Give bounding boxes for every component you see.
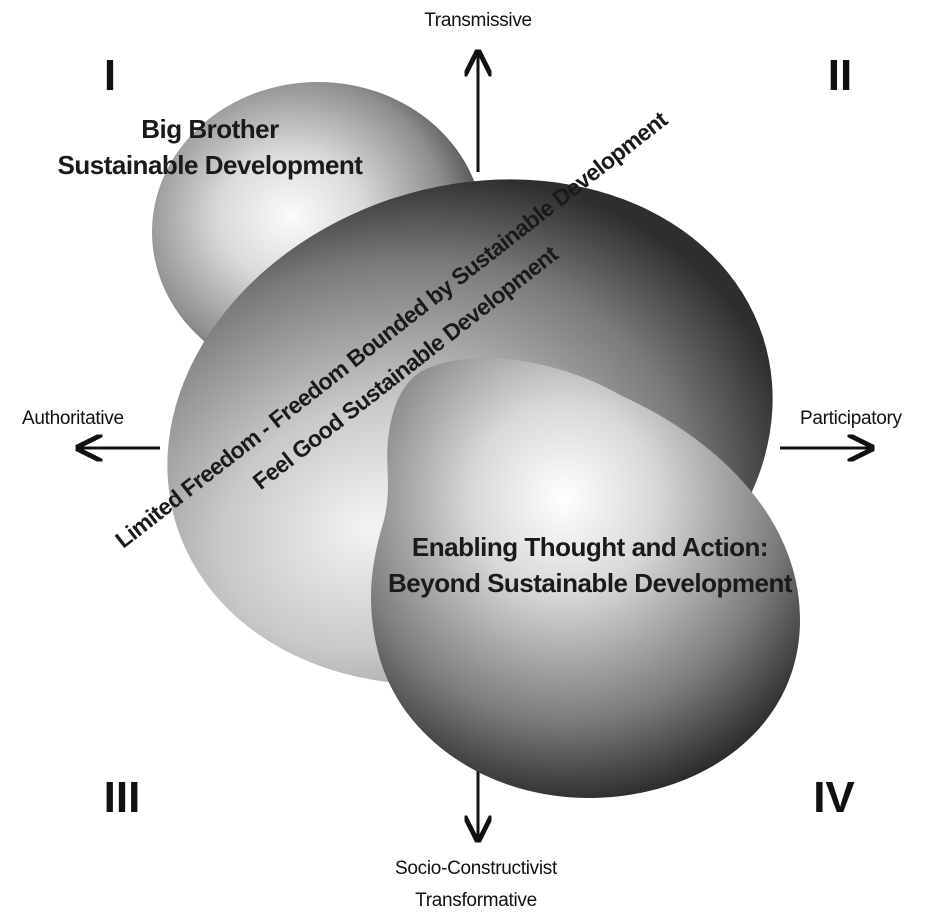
axis-label-transformative: Transformative bbox=[415, 890, 537, 911]
quadrant-label-4: IV bbox=[813, 773, 855, 822]
axis-label-participatory: Participatory bbox=[800, 408, 902, 429]
big-brother-title-line1: Big Brother bbox=[141, 114, 279, 144]
enabling-title-line2: Beyond Sustainable Development bbox=[388, 568, 793, 598]
enabling-title-line1: Enabling Thought and Action: bbox=[412, 532, 768, 562]
quadrant-label-3: III bbox=[104, 773, 141, 822]
axis-label-socio-constructivist: Socio-Constructivist bbox=[395, 858, 558, 879]
blob-enabling bbox=[371, 358, 800, 798]
quadrant-label-2: II bbox=[828, 51, 852, 100]
axis-label-authoritative: Authoritative bbox=[22, 408, 124, 429]
big-brother-title-line2: Sustainable Development bbox=[58, 150, 364, 180]
axis-label-transmissive: Transmissive bbox=[424, 10, 532, 31]
quadrant-label-1: I bbox=[104, 51, 116, 100]
